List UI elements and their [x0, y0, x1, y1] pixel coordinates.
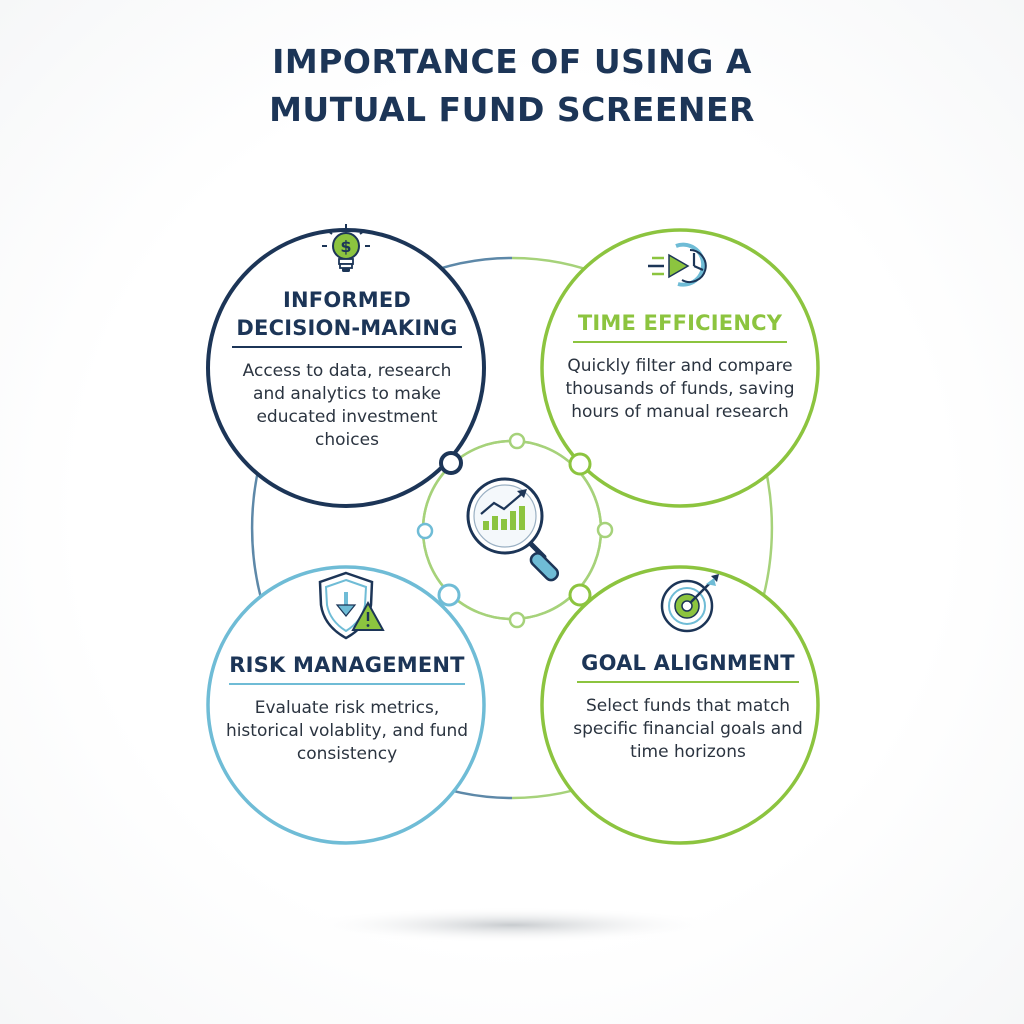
node-bottom [508, 611, 526, 629]
card-risk-heading: RISK MANAGEMENT [229, 653, 465, 677]
target-arrow-icon [660, 574, 719, 633]
card-goal-alignment: GOAL ALIGNMENT Select funds that match s… [568, 649, 808, 764]
circle-time [540, 228, 820, 508]
node-top-left [439, 451, 463, 475]
title-line-1: IMPORTANCE OF USING A [272, 42, 752, 81]
card-informed-divider [232, 346, 462, 348]
lightbulb-dollar-icon: $ [322, 224, 370, 272]
card-risk-divider [229, 683, 465, 685]
node-top [508, 432, 526, 450]
card-informed-body: Access to data, research and analytics t… [242, 361, 452, 450]
svg-text:$: $ [340, 237, 351, 256]
fast-clock-icon [648, 242, 707, 287]
card-informed-decision-making: INFORMED DECISION-MAKING Access to data,… [226, 286, 468, 452]
card-risk-body: Evaluate risk metrics, historical volabl… [225, 698, 469, 764]
card-informed-heading-line-2: DECISION-MAKING [236, 316, 458, 340]
page-title: IMPORTANCE OF USING A MUTUAL FUND SCREEN… [0, 38, 1024, 134]
card-risk-management: RISK MANAGEMENT Evaluate risk metrics, h… [222, 651, 472, 766]
shield-warning-icon [318, 571, 385, 640]
node-left [416, 522, 434, 540]
card-time-efficiency: TIME EFFICIENCY Quickly filter and compa… [560, 309, 800, 424]
circle-risk [206, 565, 486, 845]
circle-goal [540, 565, 820, 845]
circle-informed [206, 228, 486, 508]
node-top-right [568, 452, 592, 476]
card-time-divider [573, 341, 787, 343]
card-informed-heading-line-1: INFORMED [282, 288, 412, 312]
card-goal-heading: GOAL ALIGNMENT [581, 651, 795, 675]
card-goal-divider [577, 681, 799, 683]
node-bottom-right [568, 583, 592, 607]
card-time-body: Quickly filter and compare thousands of … [565, 356, 795, 422]
magnifier-chart-icon [466, 477, 560, 582]
title-line-2: MUTUAL FUND SCREENER [269, 90, 755, 129]
floor-shadow [302, 907, 722, 943]
node-right [596, 521, 614, 539]
card-goal-body: Select funds that match specific financi… [573, 696, 803, 762]
node-bottom-left [437, 583, 461, 607]
card-time-heading: TIME EFFICIENCY [577, 311, 783, 335]
